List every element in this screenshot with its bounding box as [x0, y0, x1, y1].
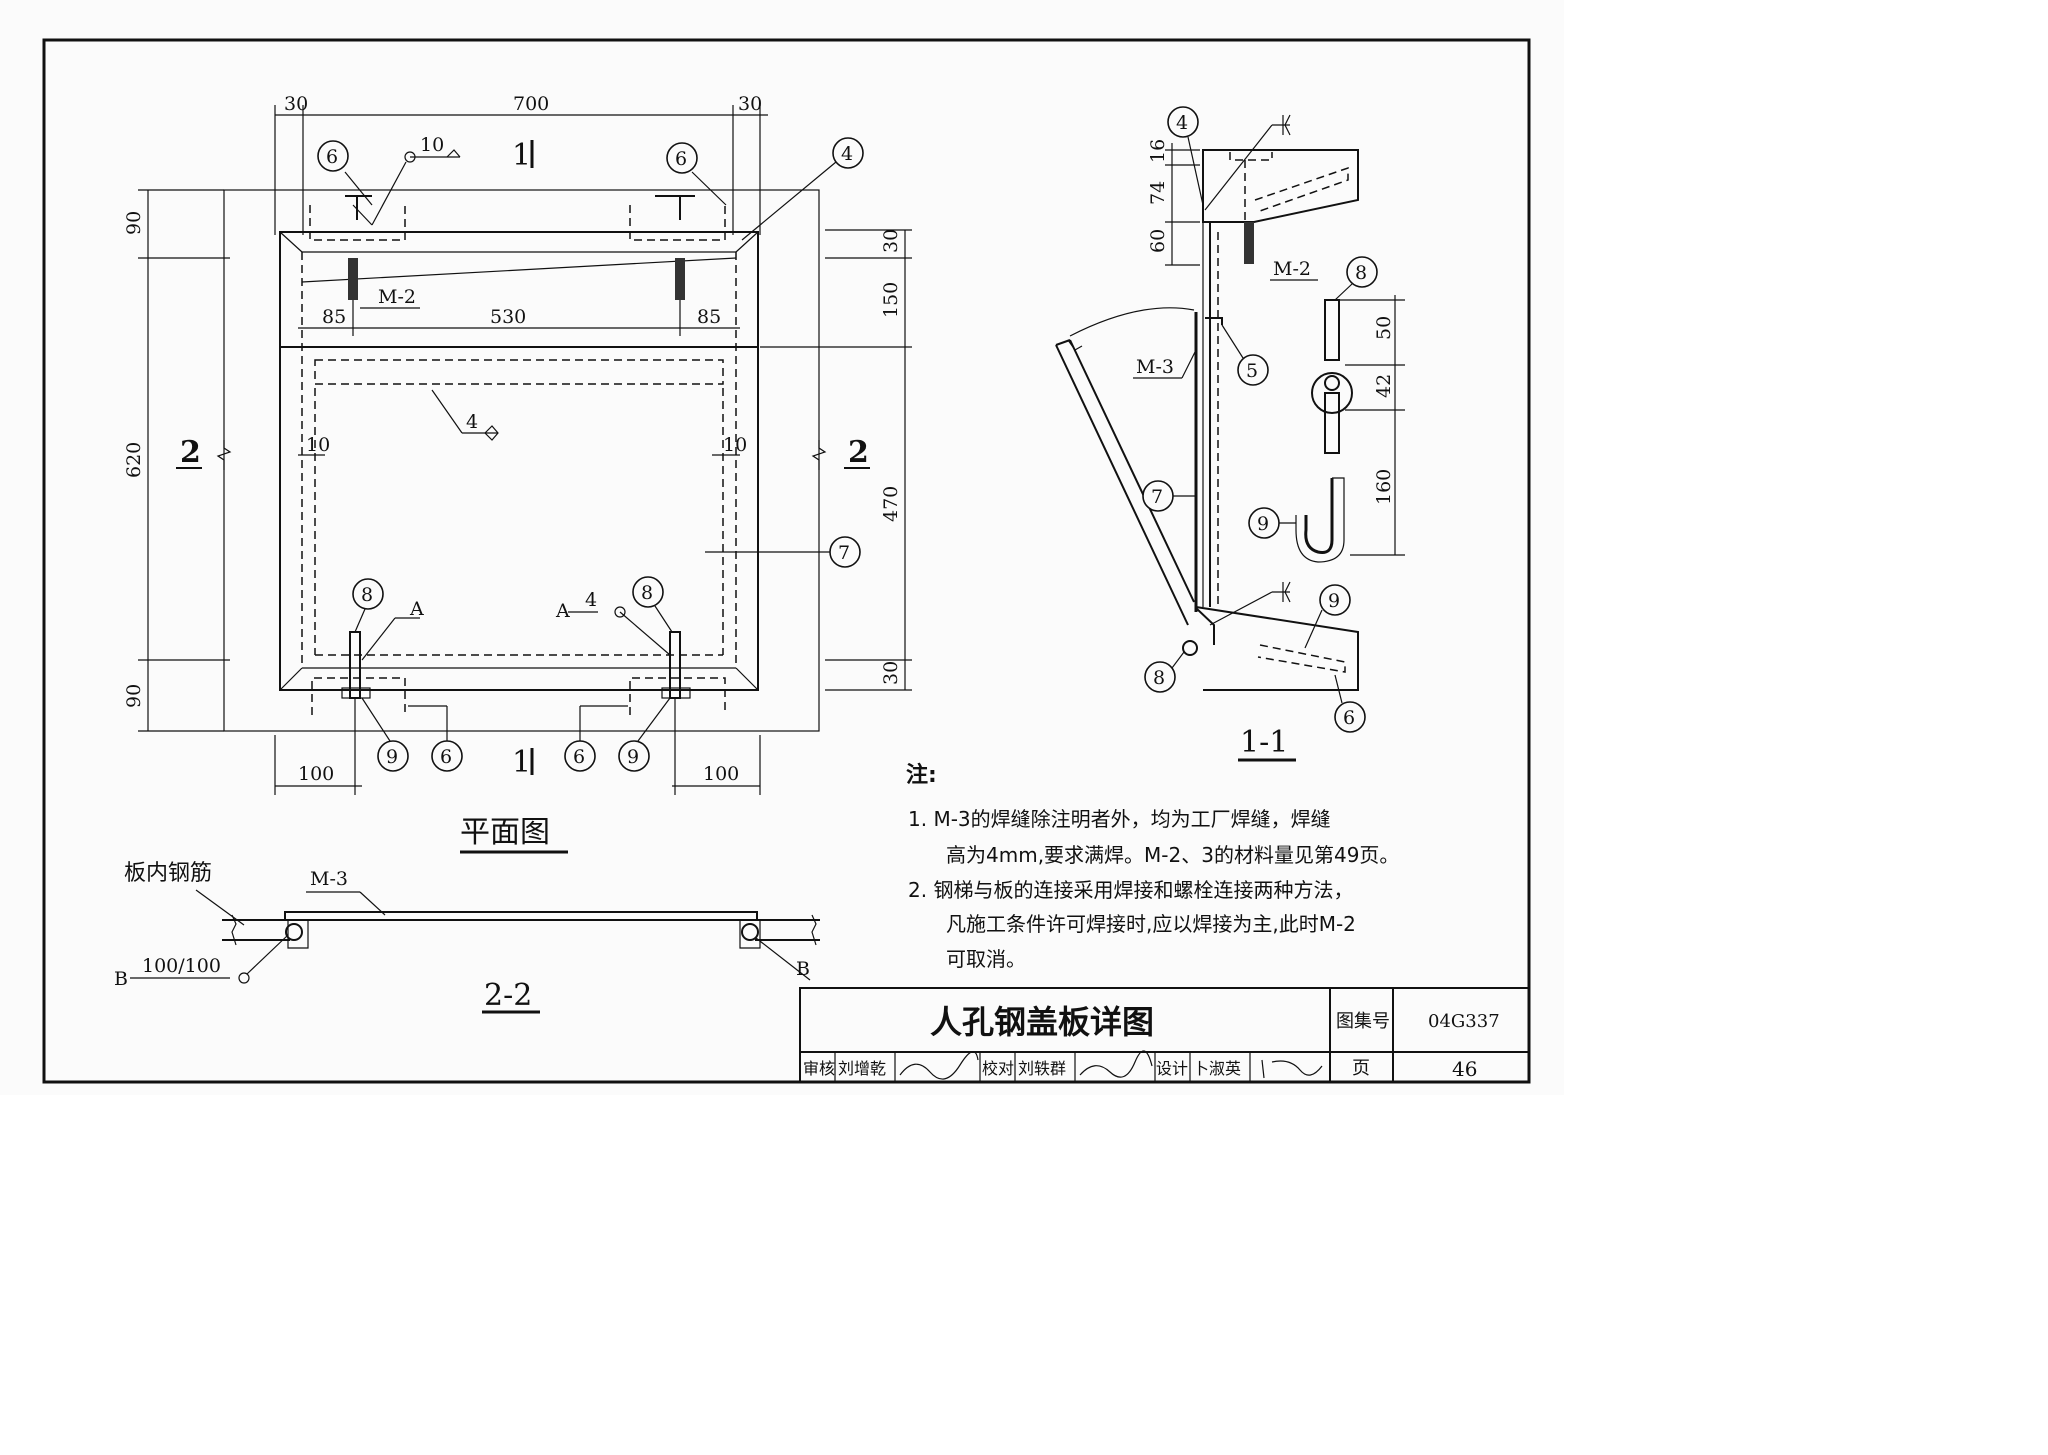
checker-signature — [1079, 1050, 1153, 1078]
atlas-label: 图集号 — [1336, 1011, 1390, 1032]
s11-dim-74: 74 — [1147, 181, 1169, 205]
drawing-svg: 30 700 30 85 530 85 90 620 90 30 150 470… — [42, 38, 1531, 1084]
drawing-title: 人孔钢盖板详图 — [930, 1003, 1154, 1041]
s11-dim-16: 16 — [1147, 139, 1169, 163]
detail-dim-50: 50 — [1373, 316, 1395, 340]
checker-label: 校对 — [982, 1059, 1014, 1078]
weld-a-size: 4 — [585, 589, 597, 611]
bubble-9-plan-left: 9 — [386, 746, 398, 768]
section22-m3-label: M-3 — [310, 868, 348, 890]
section22-title: 2-2 — [484, 978, 532, 1013]
title-block: 人孔钢盖板详图 图集号 04G337 审核 刘增乾 校对 刘轶群 设计 卜淑英 … — [799, 987, 1530, 1083]
page-number: 46 — [1452, 1057, 1477, 1081]
weld-b-right-label: B — [796, 958, 810, 980]
section11-title: 1-1 — [1240, 725, 1288, 760]
dim-bottom-100-right: 100 — [703, 763, 739, 785]
section-mark-2-right: 2 — [848, 435, 869, 470]
bubble-6-plan-top-right: 6 — [675, 148, 687, 170]
section-mark-1-top: 1 — [512, 138, 531, 173]
m2-anchor-right — [675, 258, 685, 300]
dim-left-90-bottom: 90 — [123, 684, 145, 708]
plan-title: 平面图 — [460, 815, 550, 850]
dim-mid-85-right: 85 — [697, 306, 721, 328]
detail-dim-160: 160 — [1373, 469, 1395, 505]
weld-mid-size: 4 — [466, 411, 478, 433]
section-mark-1-bottom: 1 — [512, 745, 531, 780]
notes-block: 注: 1. M-3的焊缝除注明者外，均为工厂焊缝，焊缝 高为4mm,要求满焊。M… — [906, 762, 1399, 971]
dim-mid-530: 530 — [490, 306, 526, 328]
bubble-9-s11: 9 — [1328, 590, 1340, 612]
bubble-8-plan-right: 8 — [641, 582, 653, 604]
bubble-7-plan: 7 — [838, 542, 850, 564]
dim-right-470: 470 — [880, 486, 902, 522]
dim-top-30-left: 30 — [284, 93, 308, 115]
rebar-label: 板内钢筋 — [124, 861, 212, 886]
dim-inner-10-left: 10 — [306, 434, 330, 456]
designer-signature — [1261, 1059, 1323, 1079]
dim-mid-85-left: 85 — [322, 306, 346, 328]
notes-heading: 注: — [906, 762, 937, 788]
weld-a-label-left: A — [409, 598, 424, 620]
checker-name: 刘轶群 — [1018, 1059, 1066, 1078]
bubble-8-detail: 8 — [1355, 262, 1367, 284]
plan-m2-label: M-2 — [378, 286, 416, 308]
m2-anchor-left — [348, 258, 358, 300]
bubble-8-s11: 8 — [1153, 667, 1165, 689]
dim-top-30-right: 30 — [738, 93, 762, 115]
designer-label: 设计 — [1156, 1059, 1188, 1078]
s11-dim-60: 60 — [1147, 229, 1169, 253]
reviewer-label: 审核 — [803, 1059, 835, 1078]
plan-opening-outline — [223, 189, 820, 732]
bubble-6-s11: 6 — [1343, 707, 1355, 729]
reviewer-signature — [899, 1051, 979, 1080]
section-mark-2-left: 2 — [180, 435, 201, 470]
dim-left-90-top: 90 — [123, 211, 145, 235]
bubble-5-s11: 5 — [1246, 360, 1258, 382]
bubble-9-detail: 9 — [1257, 513, 1269, 535]
note-line-3: 2. 钢梯与板的连接采用焊接和螺栓连接两种方法， — [908, 878, 1353, 902]
bubble-9-plan-right: 9 — [627, 746, 639, 768]
note-line-2: 高为4mm,要求满焊。M-2、3的材料量见第49页。 — [946, 843, 1399, 867]
bubble-6-plan-bottom-left: 6 — [440, 746, 452, 768]
s11-m3-label: M-3 — [1136, 356, 1174, 378]
dim-right-30-top: 30 — [880, 229, 902, 253]
weld-a-label-right: A — [555, 600, 570, 622]
dim-bottom-100-left: 100 — [298, 763, 334, 785]
plan-cover-plate — [279, 231, 759, 691]
reviewer-name: 刘增乾 — [838, 1059, 886, 1078]
s11-m2-label: M-2 — [1273, 258, 1311, 280]
weld-b-spec: 100/100 — [142, 955, 221, 977]
designer-name: 卜淑英 — [1193, 1059, 1241, 1078]
bubble-6-plan-bottom-right: 6 — [573, 746, 585, 768]
page-label: 页 — [1352, 1058, 1370, 1079]
detail-dim-42: 42 — [1373, 374, 1395, 398]
dim-right-30-bottom: 30 — [880, 661, 902, 685]
section-2-2: 板内钢筋 M-3 B 100/100 B 2-2 — [114, 861, 820, 1014]
section-1-1: 16 74 60 M-2 M-3 4 5 7 9 8 6 — [1055, 106, 1405, 762]
plan-view: 30 700 30 85 530 85 90 620 90 30 150 470… — [123, 93, 912, 854]
dim-inner-10-right: 10 — [723, 434, 747, 456]
drawing-sheet: 30 700 30 85 530 85 90 620 90 30 150 470… — [42, 38, 1531, 1084]
bubble-7-s11: 7 — [1151, 486, 1163, 508]
dim-left-620: 620 — [123, 442, 145, 478]
dim-right-150: 150 — [880, 282, 902, 318]
weld-b-label: B — [114, 968, 128, 990]
bubble-4-s11: 4 — [1176, 112, 1188, 134]
dim-top-700: 700 — [513, 93, 549, 115]
section22-plate — [284, 911, 758, 921]
bubble-6-plan-top-left: 6 — [326, 146, 338, 168]
note-line-5: 可取消。 — [946, 947, 1026, 971]
bubble-8-plan-left: 8 — [361, 584, 373, 606]
weld-top-size: 10 — [420, 134, 444, 156]
atlas-number: 04G337 — [1428, 1011, 1500, 1032]
note-line-1: 1. M-3的焊缝除注明者外，均为工厂焊缝，焊缝 — [908, 807, 1331, 831]
sheet-border — [42, 38, 1531, 1084]
note-line-4: 凡施工条件许可焊接时,应以焊接为主,此时M-2 — [946, 912, 1356, 936]
bubble-4-plan: 4 — [841, 143, 853, 165]
